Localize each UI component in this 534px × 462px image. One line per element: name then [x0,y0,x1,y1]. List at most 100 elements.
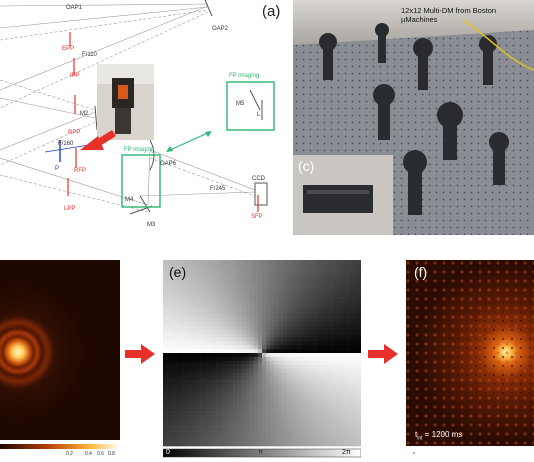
phase-cell [175,287,180,292]
phase-cell [163,364,168,369]
phase-cell [220,322,226,327]
phase-cell [196,291,201,296]
phase-cell [163,387,168,393]
phase-cell [274,294,279,300]
phase-cell [249,434,255,439]
phase-cell [356,291,361,296]
phase-cell [303,430,308,435]
phase-cell [274,329,279,334]
phase-cell [315,349,321,354]
phase-cell [257,376,263,381]
phase-cell [319,294,325,300]
phase-cell [311,302,316,307]
phase-cell [249,368,255,373]
phase-cell [307,318,312,323]
phase-cell [336,260,341,265]
phase-cell [307,356,312,362]
phase-cell [270,438,275,443]
phase-cell [175,403,180,408]
phase-cell [163,287,168,292]
phase-cell [307,372,312,377]
phase-cell [220,438,226,443]
phase-cell [224,318,230,323]
phase-cell [208,302,213,307]
phase-cell [299,325,304,331]
phase-cell [344,356,349,362]
phase-cell [270,380,275,385]
phase-cell [319,291,325,296]
phase-cell [340,395,345,400]
phase-cell [356,306,361,311]
phase-cell [224,372,230,377]
phase-cell [262,418,267,424]
phase-cell [208,283,213,288]
phase-cell [208,438,213,443]
phase-cell [204,380,209,385]
phase-cell [257,415,263,420]
phase-cell [282,279,288,284]
phase-cell [233,442,238,447]
phase-cell [183,391,189,396]
phase-cell [212,395,217,400]
phase-cell [278,310,283,315]
phase-cell [332,349,337,354]
phase-cell [299,271,304,276]
phase-cell [191,275,197,280]
phase-cell [282,283,288,288]
arrow-e-to-f [368,344,398,364]
phase-cell [237,267,242,272]
phase-cell [340,283,345,288]
phase-cell [196,345,201,350]
phase-cell [352,353,358,358]
phase-cell [286,310,292,315]
phase-cell [257,380,263,385]
phase-cell [278,356,283,362]
phase-cell [204,302,209,307]
phase-cell [249,291,255,296]
phase-cell [179,291,184,296]
phase-cell [241,422,246,427]
phase-cell [175,391,180,396]
phase-cell [167,341,172,346]
phase-cell [332,302,337,307]
phase-cell [200,415,205,420]
phase-cell [171,314,176,319]
phase-cell [200,395,205,400]
phase-cell [262,298,267,303]
phase-cell [257,438,263,443]
phase-cell [274,426,279,431]
phase-cell [171,434,176,439]
phase-cell [340,434,345,439]
phase-cell [328,271,333,276]
phase-cell [266,294,271,300]
phase-cell [204,391,209,396]
phase-cell [336,349,341,354]
phase-cell [187,341,193,346]
phase-cell [311,275,316,280]
phase-cell [311,294,316,300]
phase-cell [179,434,184,439]
phase-cell [249,345,255,350]
phase-cell [340,279,345,284]
phase-cell [204,329,209,334]
phase-cell [216,426,222,431]
phase-cell [282,407,288,412]
phase-cell [237,407,242,412]
psf-colorbar-tick: 0.2 [66,451,73,457]
phase-cell [299,310,304,315]
phase-cell [245,403,250,408]
phase-cell [352,442,358,447]
phase-cell [187,438,193,443]
phase-cell [352,387,358,393]
phase-cell [249,422,255,427]
phase-cell [191,384,197,389]
phase-cell [278,263,283,269]
phase-cell [245,360,250,365]
phase-cell [323,415,329,420]
phase-cell [282,368,288,373]
phase-cell [171,415,176,420]
phase-cell [208,345,213,350]
phase-cell [352,360,358,365]
phase-cell [299,434,304,439]
phase-cell [340,372,345,377]
